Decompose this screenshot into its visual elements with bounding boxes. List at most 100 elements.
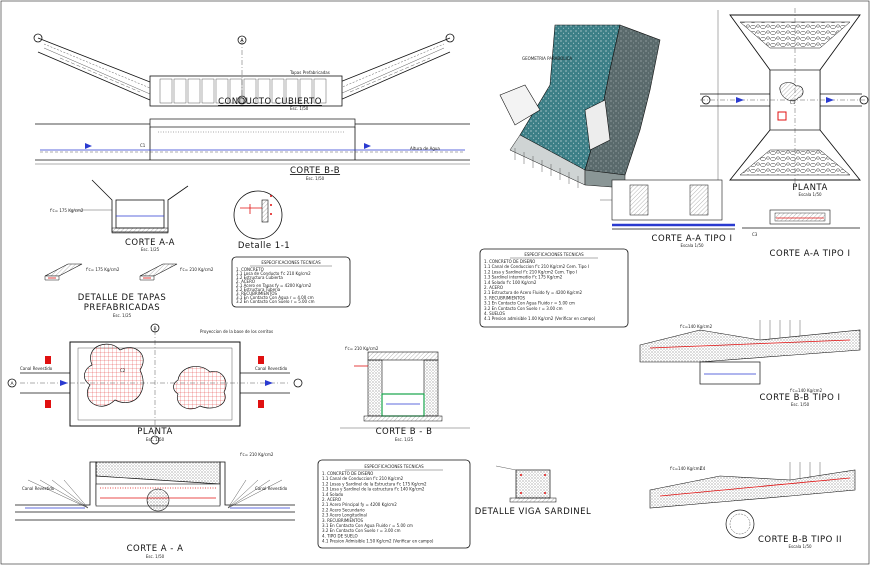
corte-aa-tipo1-a: CORTE A-A TIPO I Escala 1/50 <box>600 179 735 248</box>
fc-label-aa-bottom: f'c= 210 Kg/cm2 <box>240 452 274 457</box>
gravel-label-aa-right: Canal Revestido <box>255 486 288 491</box>
spec-line: 4.1 Presion admisible 1.00 Kg/cm2 (Verif… <box>484 316 596 321</box>
spec-line: 1. CONCRETO DE DISEÑO <box>484 259 535 264</box>
corte-bb-mid: f'c= 210 Kg/cm2 CORTE B - B Esc. 1/25 <box>340 346 470 442</box>
fc-label-bb-mid: f'c= 210 Kg/cm2 <box>345 346 379 351</box>
spec-line: 4. TIPO DE SUELO <box>322 533 358 538</box>
spec1-title: ESPECIFICACIONES TECNICAS <box>261 260 321 265</box>
fc-label-tapas2: f'c= 210 Kg/cm2 <box>180 267 214 272</box>
axis-a-top: A <box>240 38 244 44</box>
fc-label-tapas1: f'c= 175 Kg/cm2 <box>86 267 120 272</box>
scale-corte-aa-small: Esc. 1/25 <box>141 247 160 252</box>
planta-right: C1 PLANTA Escala 1/50 <box>700 8 870 197</box>
geometria-label: GEOMETRIA PARABOLICA <box>522 56 572 61</box>
c4-label: C4 <box>700 466 706 471</box>
corte-aa-bottom: Canal Revestido Canal Revestido f'c= 210… <box>15 452 295 559</box>
detalle-1-1: Detalle 1-1 <box>233 190 290 251</box>
spec-box-1: ESPECIFICACIONES TECNICAS 1. CONCRETO1.1… <box>231 256 351 308</box>
geometria-note: Proyeccion de la base de los cerritos <box>200 329 273 334</box>
title-detalle-11: Detalle 1-1 <box>238 241 290 251</box>
spec-line: 3.1 En Contacto Con Agua r = 4.00 cm <box>236 295 314 300</box>
spec-line: 2.2 Acero Secundario <box>322 507 365 512</box>
spec-line: 1. CONCRETO <box>236 267 264 272</box>
spec-line: 1.2 Losa y Sardinel f'c 210 Kg/cm2 Cem. … <box>484 269 577 274</box>
gravel-area-right <box>173 366 227 410</box>
corte-aa-tipo1-b: C3 CORTE A-A TIPO I <box>742 209 860 259</box>
conducto-plan: A Tapas Prefabricadas CONDUCTO CUBIERTO … <box>33 33 455 111</box>
spec-line: 3.1 En Contacto Con Agua Fluido r = 5.00… <box>484 301 575 306</box>
corte-bb-tipo1: f'c=140 Kg/cm2 f'c=140 Kg/cm2 CORTE B-B … <box>639 320 861 407</box>
spec-line: 2.1 Acero en Tapas fy = 4200 Kg/cm2 <box>236 283 312 288</box>
spec-line: 2.3 Acero Longitudinal <box>322 513 367 518</box>
spec-line: 3.1 En Contacto Con Agua Fluido r = 5.00… <box>322 523 413 528</box>
spec-line: 1. CONCRETO DE DISEÑO <box>322 471 373 476</box>
c2-label-planta: C2 <box>120 368 126 373</box>
section-marker-a-top <box>237 35 247 45</box>
perspective-3d: GEOMETRIA PARABOLICA <box>499 24 661 189</box>
gravel-label-aa-left: Canal Revestido <box>22 486 55 491</box>
scale-corte-bb-mid: Esc. 1/25 <box>395 437 414 442</box>
spec-line: 1.3 Sardinel intermedio f'c 175 Kg/cm2 <box>484 275 563 280</box>
spec-line: 3.2 En Contacto Con Suelo r = 5.00 cm <box>236 299 315 304</box>
spec-line: 1.4 Solado <box>322 492 344 497</box>
title-corte-aa-tipo1-b: CORTE A-A TIPO I <box>770 249 851 259</box>
title-corte-bb-tipo1: CORTE B-B TIPO I <box>759 393 840 403</box>
title-tapas-line2: PREFABRICADAS <box>84 303 160 313</box>
rebar-marker-1 <box>45 356 51 364</box>
gravel-area-left <box>84 343 144 407</box>
planta-left: B A C2 Proyeccion de la base de los cerr… <box>7 323 303 445</box>
rebar-marker-3 <box>258 356 264 364</box>
spec-line: 3. RECUBRIMIENTOS <box>322 518 364 523</box>
spec-line: 2. ACERO <box>236 279 255 284</box>
spec-line: 1.1 Canal de Conduccion f'c 210 Kg/cm2 C… <box>484 264 589 269</box>
scale-conducto: Esc. 1/50 <box>290 106 309 111</box>
spec-line: 1.3 Losa y Sardinel de la estructura f'c… <box>322 487 425 492</box>
fc-label-bb-tipo2: f'c=140 Kg/cm2 <box>670 466 703 471</box>
spec-line: 1.4 Solado f'c 100 Kg/cm2 <box>484 280 537 285</box>
title-corte-aa-bottom: CORTE A - A <box>127 544 184 554</box>
corte-aa-small: f'c= 175 Kg/cm2 CORTE A-A Esc. 1/25 <box>50 179 189 252</box>
gravel-label-left: Canal Revestido <box>20 366 53 371</box>
spec-line: 4. SUELOS <box>484 311 505 316</box>
fc-label-bb-tipo1: f'c=140 Kg/cm2 <box>680 324 713 329</box>
spec-line: 2. ACERO <box>484 285 503 290</box>
spec3-title: ESPECIFICACIONES TECNICAS <box>364 464 424 469</box>
title-corte-aa-tipo1-a: CORTE A-A TIPO I <box>652 234 733 244</box>
scale-corte-aa-bottom: Esc. 1/50 <box>146 554 165 559</box>
spec-line: 2. ACERO <box>322 497 341 502</box>
spec-box-3: ESPECIFICACIONES TECNICAS 1. CONCRETO DE… <box>317 459 471 549</box>
svg-text:Altura de Agua: Altura de Agua <box>410 146 440 151</box>
spec-line: 1.2 Estructura Cubierta <box>236 275 283 280</box>
title-corte-bb-mid: CORTE B - B <box>376 427 433 437</box>
c3-label: C3 <box>752 232 758 237</box>
scale-corte-bb-tipo2: Escala 1/50 <box>788 544 812 549</box>
axis-b-top: B <box>153 326 156 332</box>
rebar-marker-2 <box>45 400 51 408</box>
spec-line: 4.1 Presion Admisible 1.50 Kg/cm2 (Verif… <box>322 539 434 544</box>
spec-line: 1.1 Canal de Conduccion f'c 210 Kg/cm2 <box>322 476 404 481</box>
spec-line: 1.2 Losas y Sardinel de la Estructura f'… <box>322 481 427 486</box>
fc-label-aa: f'c= 175 Kg/cm2 <box>50 208 84 213</box>
title-detalle-viga: DETALLE VIGA SARDINEL <box>475 507 592 517</box>
title-planta-right: PLANTA <box>792 183 828 193</box>
tapas-label: Tapas Prefabricadas <box>289 70 330 75</box>
spec-line: 3. RECUBRIMIENTOS <box>236 291 278 296</box>
detalle-viga: DETALLE VIGA SARDINEL <box>475 465 592 517</box>
spec-line: 3.2 En Contacto Con Suelo r = 3.00 cm <box>322 528 401 533</box>
section-marker-a-bottom <box>237 95 247 105</box>
scale-corte-bb-top: Esc. 1/50 <box>306 176 325 181</box>
spec-line: 2.2 Estructura Tuberia <box>236 287 281 292</box>
detalle-tapas: f'c= 175 Kg/cm2 f'c= 210 Kg/cm2 DETALLE … <box>44 263 214 318</box>
title-conducto-cubierto: CONDUCTO CUBIERTO <box>218 97 322 107</box>
scale-corte-aa-tipo1-a: Escala 1/50 <box>680 243 704 248</box>
c1-label-planta-right: C1 <box>790 100 796 105</box>
title-corte-aa-small: CORTE A-A <box>125 238 175 248</box>
scale-corte-bb-tipo1: Esc. 1/50 <box>791 402 810 407</box>
axis-a-left: A <box>10 381 14 387</box>
spec-line: 1.1 Losa de Conducto f'c 210 Kg/cm2 <box>236 271 311 276</box>
scale-planta-left: Esc. 1/50 <box>146 437 165 442</box>
